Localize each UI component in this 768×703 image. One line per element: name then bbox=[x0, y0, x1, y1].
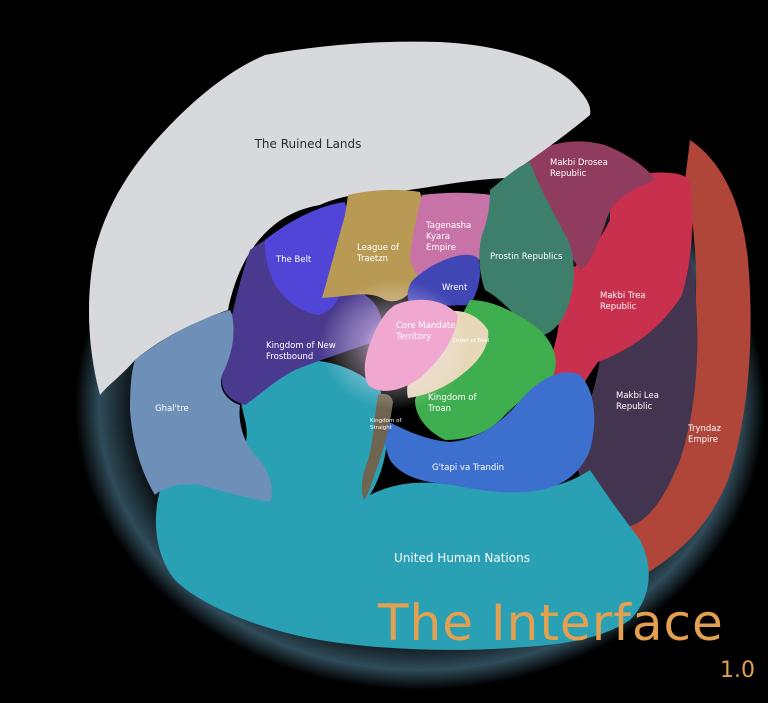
label-wrent: Wrent bbox=[442, 283, 468, 293]
label-makbi-drosea-1: Makbi Drosea bbox=[550, 158, 608, 168]
label-troan-1: Kingdom of bbox=[428, 393, 477, 403]
label-tryndaz-2: Empire bbox=[688, 435, 718, 445]
label-makbi-lea-2: Republic bbox=[616, 402, 653, 412]
label-gtapi: G'tapi va Trandin bbox=[432, 463, 504, 473]
label-uhn: United Human Nations bbox=[394, 551, 530, 565]
label-makbi-trea-2: Republic bbox=[600, 302, 637, 312]
label-tagenasha-1: Tagenasha bbox=[425, 221, 471, 231]
label-makbi-lea-1: Makbi Lea bbox=[616, 391, 659, 401]
region-core-mandate[interactable] bbox=[364, 299, 458, 391]
region-united-human-nations[interactable] bbox=[155, 359, 649, 650]
label-frostbound-2: Frostbound bbox=[266, 352, 313, 362]
region-makbi-drosea[interactable] bbox=[520, 141, 655, 270]
label-troan-2: Troan bbox=[427, 404, 451, 414]
region-kingdom-straight[interactable] bbox=[361, 393, 393, 500]
region-makbi-lea[interactable] bbox=[570, 255, 698, 529]
label-tagenasha-2: Kyara bbox=[426, 232, 450, 242]
region-kingdom-troan[interactable] bbox=[415, 300, 556, 440]
label-makbi-trea-1: Makbi Trea bbox=[600, 291, 646, 301]
label-frostbound-1: Kingdom of New bbox=[266, 341, 336, 351]
label-straight-2: Straight bbox=[370, 425, 393, 431]
region-gtapi-va-trandin[interactable] bbox=[383, 372, 595, 493]
label-makbi-drosea-2: Republic bbox=[550, 169, 587, 179]
label-ghaltre: Ghal'tre bbox=[155, 404, 189, 414]
label-tagenasha-3: Empire bbox=[426, 243, 456, 253]
label-order-of-beel: Order of Beel bbox=[453, 338, 490, 344]
label-league-1: League of bbox=[357, 243, 400, 253]
map-version: 1.0 bbox=[720, 658, 755, 683]
region-ruined-lands[interactable] bbox=[88, 41, 591, 396]
region-ghaltre[interactable] bbox=[130, 310, 272, 502]
region-league-traetzn[interactable] bbox=[322, 189, 426, 302]
label-straight-1: Kingdom of bbox=[370, 418, 402, 424]
region-prostin[interactable] bbox=[479, 162, 574, 336]
label-tryndaz-1: Tryndaz bbox=[687, 424, 721, 434]
label-ruined-lands: The Ruined Lands bbox=[254, 137, 362, 151]
label-core-mandate-2: Territory bbox=[395, 332, 431, 342]
map-title: The Interface bbox=[377, 594, 724, 652]
label-core-mandate-1: Core Mandate bbox=[396, 321, 455, 331]
region-makbi-trea[interactable] bbox=[545, 172, 693, 401]
label-the-belt: The Belt bbox=[275, 255, 312, 265]
label-league-2: Traetzn bbox=[356, 254, 388, 264]
label-prostin: Prostin Republics bbox=[490, 252, 563, 262]
